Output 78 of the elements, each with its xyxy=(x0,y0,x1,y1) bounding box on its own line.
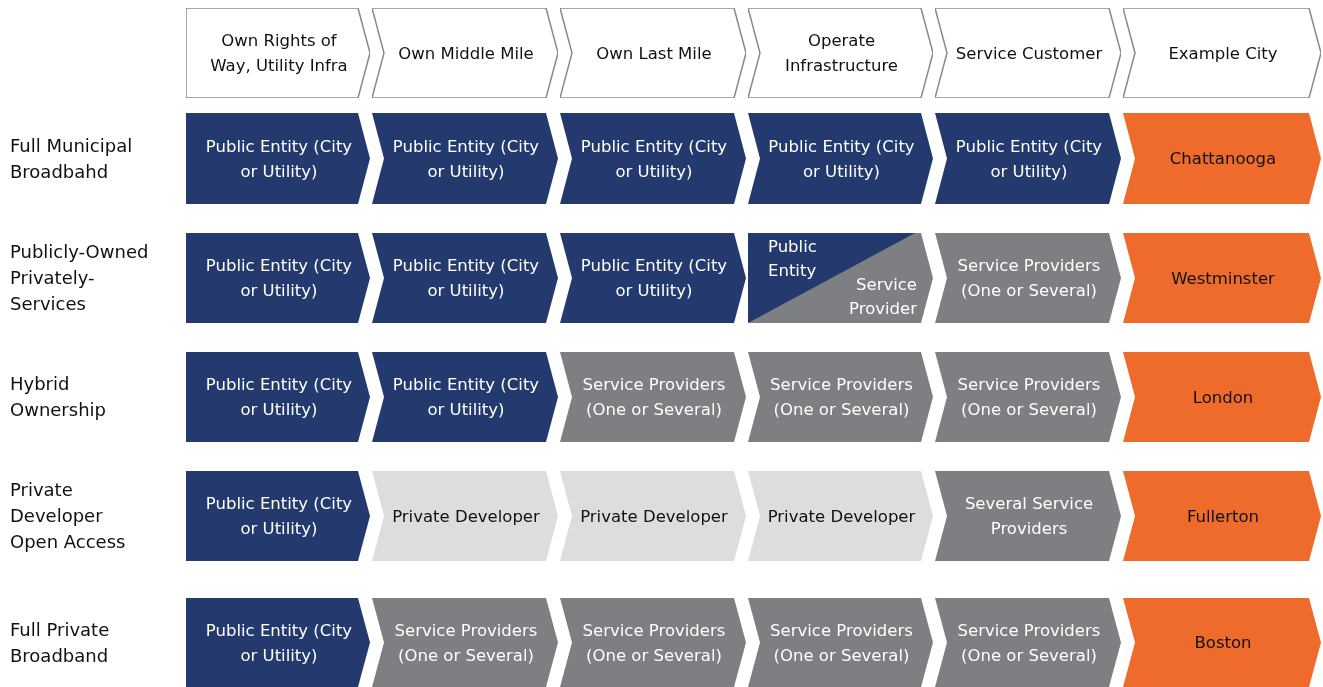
chevron-label: Public Entity (City or Utility) xyxy=(391,374,541,421)
column-header xyxy=(748,8,933,98)
stage-box xyxy=(748,598,933,687)
stage-box xyxy=(186,598,370,687)
chevron-label: Service Providers (One or Several) xyxy=(581,619,727,667)
chevron-label: Public Entity (City or Utility) xyxy=(391,135,541,183)
stage-box xyxy=(748,233,933,323)
column-header xyxy=(935,8,1121,98)
stage-box xyxy=(748,471,933,561)
chevron-label: Public Entity xyxy=(768,236,818,282)
chevron-label: Public Entity (City or Utility) xyxy=(204,374,354,421)
chevron-label: Public Entity (City or Utility) xyxy=(204,493,354,540)
chevron-label: Public Entity (City or Utility) xyxy=(204,135,354,183)
stage-box xyxy=(560,113,746,204)
row-label: Private Developer Open Access xyxy=(10,478,127,554)
stage-box xyxy=(186,471,370,561)
stage-box xyxy=(748,352,933,442)
chevron-label: Chattanooga xyxy=(1169,148,1277,170)
stage-box xyxy=(935,598,1121,687)
chevron-label: Several Service Providers xyxy=(963,493,1095,540)
chevron-label: Fullerton xyxy=(1186,505,1260,528)
stage-box xyxy=(372,113,558,204)
chevron-label: Service Provider xyxy=(848,274,917,320)
column-header-text: Operate Infrastructure xyxy=(784,30,899,77)
column-header-text: Service Customer xyxy=(955,42,1103,65)
stage-box xyxy=(186,113,370,204)
column-header-text: Own Last Mile xyxy=(596,42,712,65)
row-label: Hybrid Ownership xyxy=(10,372,107,422)
stage-box xyxy=(186,233,370,323)
chevron-label: Service Providers (One or Several) xyxy=(956,374,1102,421)
stage-box xyxy=(1123,598,1321,687)
stage-box xyxy=(372,471,558,561)
stage-box xyxy=(935,113,1121,204)
stage-box xyxy=(560,598,746,687)
chevron-label: Public Entity (City or Utility) xyxy=(391,255,541,302)
chevron-label: Service Providers (One or Several) xyxy=(769,374,914,421)
stage-box xyxy=(372,598,558,687)
chevron-label: Public Entity (City or Utility) xyxy=(204,255,354,302)
chevron-label: Service Providers (One or Several) xyxy=(581,374,727,421)
stage-box xyxy=(560,352,746,442)
column-header xyxy=(560,8,746,98)
chevron-label: Public Entity (City or Utility) xyxy=(579,135,729,183)
stage-box xyxy=(748,113,933,204)
column-header xyxy=(372,8,558,98)
stage-box xyxy=(560,233,746,323)
chevron-label: Private Developer xyxy=(392,505,540,528)
stage-box xyxy=(935,471,1121,561)
chevron-label: Public Entity (City or Utility) xyxy=(767,135,916,183)
stage-box xyxy=(1123,352,1321,442)
chevron-label: Private Developer xyxy=(767,505,916,528)
chevron-label: Westminster xyxy=(1171,267,1275,290)
stage-box xyxy=(372,233,558,323)
stage-box xyxy=(1123,233,1321,323)
chevron-label: Service Providers (One or Several) xyxy=(769,619,914,667)
chevron-label: Public Entity (City or Utility) xyxy=(954,135,1104,183)
chevron-label: Service Providers (One or Several) xyxy=(956,619,1102,667)
chevron-label: Public Entity (City or Utility) xyxy=(579,255,729,302)
row-label: Full Municipal Broadbahd xyxy=(10,133,134,184)
column-header xyxy=(186,8,370,98)
stage-box xyxy=(1123,471,1321,561)
column-header-text: Own Middle Mile xyxy=(398,42,534,65)
row-label: Full Private Broadband xyxy=(10,617,111,668)
stage-box xyxy=(186,352,370,442)
chevron-label: Public Entity (City or Utility) xyxy=(204,619,354,667)
column-header xyxy=(1123,8,1321,98)
stage-box xyxy=(1123,113,1321,204)
chevron-label: Boston xyxy=(1194,632,1252,654)
chevron-label: Service Providers (One or Several) xyxy=(956,255,1102,302)
chevron-label: London xyxy=(1192,386,1254,409)
chevron-label: Private Developer xyxy=(580,505,728,528)
column-header-text: Example City xyxy=(1168,42,1278,65)
stage-box xyxy=(560,471,746,561)
stage-box xyxy=(935,352,1121,442)
column-header-text: Own Rights of Way, Utility Infra xyxy=(209,30,349,77)
chevron-label: Service Providers (One or Several) xyxy=(393,619,539,667)
stage-box xyxy=(935,233,1121,323)
row-label: Publicly-Owned Privately-Services xyxy=(10,240,150,316)
stage-box xyxy=(372,352,558,442)
